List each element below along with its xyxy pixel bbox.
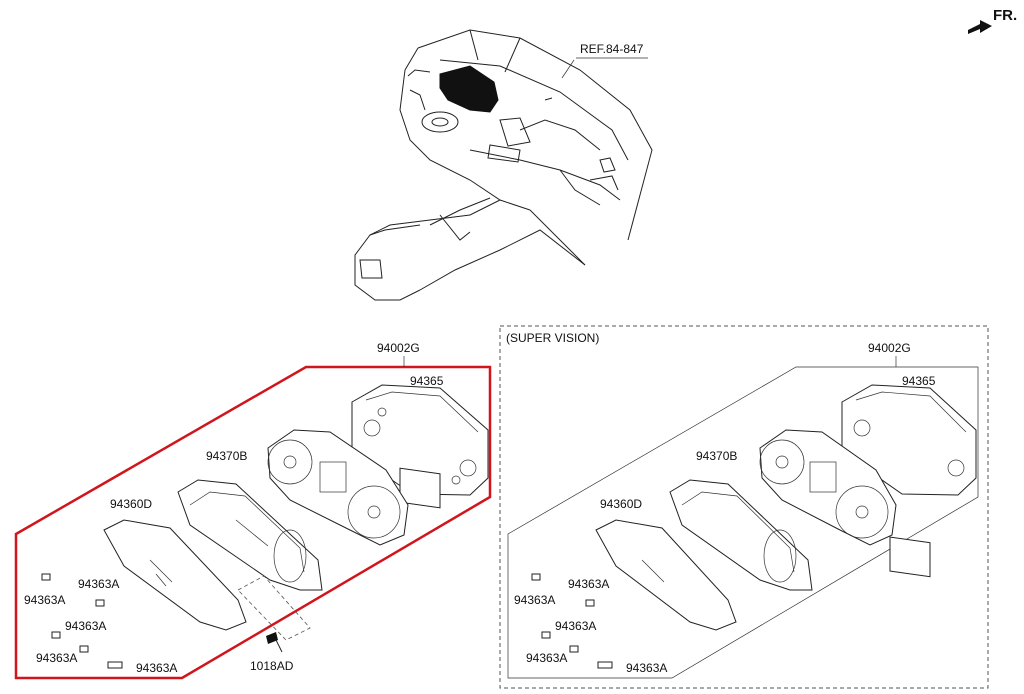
sv-clip-label-1: 94363A bbox=[514, 593, 555, 607]
super-vision-cluster-group: (SUPER VISION) 94002G 94365 94370B bbox=[499, 325, 989, 689]
part-label-94360d: 94360D bbox=[110, 497, 152, 511]
gauge-panel bbox=[267, 429, 409, 546]
highlight-frame bbox=[14, 365, 492, 680]
sv-cluster-lens bbox=[595, 519, 737, 631]
clip-label-3: 94363A bbox=[65, 619, 106, 633]
dashboard-overview bbox=[354, 29, 653, 301]
sv-clip-label-5: 94363A bbox=[626, 661, 667, 675]
clip-icons bbox=[41, 573, 123, 669]
super-vision-frame bbox=[499, 325, 989, 689]
sv-clip-label-2: 94363A bbox=[568, 577, 609, 591]
reference-label: REF.84-847 bbox=[580, 42, 644, 56]
sv-assembly-label: 94002G bbox=[868, 341, 911, 355]
clip-label-2: 94363A bbox=[78, 577, 119, 591]
sv-part-label-94360d: 94360D bbox=[600, 497, 642, 511]
front-direction-marker: FR. bbox=[968, 7, 1017, 34]
assembly-label: 94002G bbox=[377, 341, 420, 355]
cluster-highlight bbox=[439, 65, 499, 113]
clip-label-1: 94363A bbox=[24, 593, 65, 607]
screw-1018ad bbox=[237, 575, 311, 653]
sv-gauge-panel bbox=[759, 429, 897, 546]
sv-cluster-case bbox=[841, 384, 977, 578]
cluster-housing bbox=[177, 479, 323, 591]
arrow-icon bbox=[968, 20, 992, 34]
cluster-lens bbox=[103, 519, 247, 631]
sv-cluster-housing bbox=[669, 479, 813, 591]
sv-clip-label-3: 94363A bbox=[555, 619, 596, 633]
sv-clip-icons bbox=[531, 573, 613, 669]
sv-part-label-94365: 94365 bbox=[902, 374, 936, 388]
clip-label-4: 94363A bbox=[36, 651, 77, 665]
standard-cluster-group: 94002G 94365 94370B bbox=[14, 341, 492, 680]
part-label-94365: 94365 bbox=[410, 374, 444, 388]
super-vision-title: (SUPER VISION) bbox=[506, 331, 599, 345]
sv-part-label-94370b: 94370B bbox=[696, 449, 737, 463]
clip-label-5: 94363A bbox=[136, 661, 177, 675]
part-label-1018ad: 1018AD bbox=[250, 659, 294, 673]
part-label-94370b: 94370B bbox=[206, 449, 247, 463]
sv-clip-label-4: 94363A bbox=[526, 651, 567, 665]
front-label: FR. bbox=[993, 7, 1017, 24]
